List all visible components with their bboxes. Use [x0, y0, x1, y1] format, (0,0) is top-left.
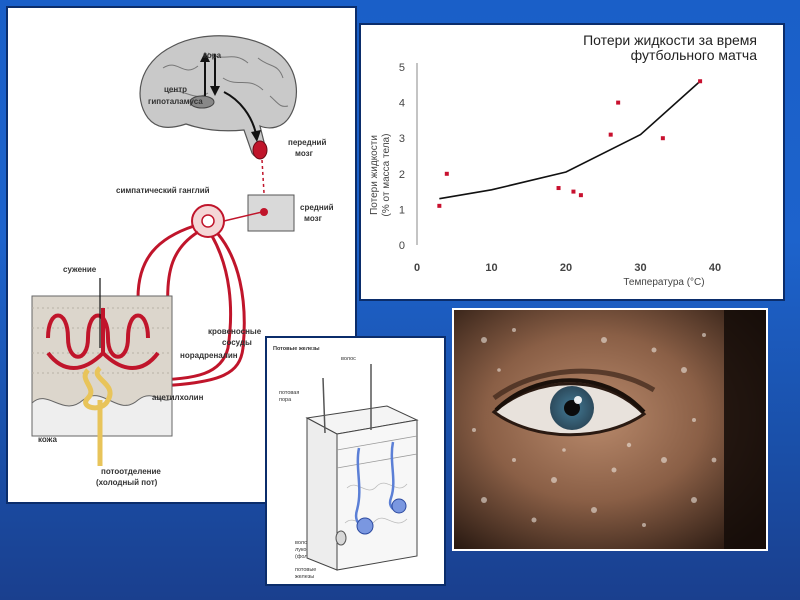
chart-ytick: 3	[399, 133, 405, 145]
label-acetylcholine: ацетилхолин	[152, 393, 204, 402]
label-cortex: кора	[203, 51, 222, 60]
label-constriction: сужение	[63, 265, 97, 274]
svg-text:(холодный пот): (холодный пот)	[96, 478, 158, 487]
gland-coils	[356, 498, 407, 535]
brain	[139, 35, 297, 160]
chart-ylabel-line2: (% от масса тела)	[381, 134, 392, 217]
chart-point	[571, 189, 576, 194]
chart-title: Потери жидкости за время	[583, 32, 757, 48]
chart-xtick: 20	[560, 262, 572, 274]
chart-ytick: 5	[399, 62, 405, 74]
brain-arrows	[200, 52, 265, 194]
chart-ytick: 4	[399, 98, 405, 110]
label-noradrenaline: норадреналин	[180, 351, 238, 360]
svg-text:гипоталамуса: гипоталамуса	[148, 97, 203, 106]
chart-point	[437, 203, 442, 208]
label-vessels: кровеносные	[208, 327, 262, 336]
svg-text:сосуды: сосуды	[222, 338, 252, 347]
chart-title-line2: футбольного матча	[631, 47, 758, 63]
skin-cross-section: Потовые железы волос потовая пора волося…	[265, 336, 446, 586]
label-hypothalamus: центр	[164, 85, 187, 94]
label-hair: волос	[341, 356, 356, 362]
chart-point	[660, 136, 665, 141]
label-glands: потовые	[295, 567, 316, 573]
skin-block-3d	[305, 405, 419, 571]
chart-point	[578, 193, 583, 198]
chart-xtick: 30	[634, 262, 646, 274]
chart-xtick: 40	[709, 262, 721, 274]
chart-xtick: 0	[414, 262, 420, 274]
skin-svg: Потовые железы волос потовая пора волося…	[273, 346, 419, 580]
svg-text:пора: пора	[279, 397, 292, 403]
chart-svg: Потери жидкости за время футбольного мат…	[369, 32, 758, 288]
label-sweating: потоотделение	[101, 467, 161, 476]
thermoregulation-svg: кора центр гипоталамуса передний мозг си…	[31, 35, 334, 487]
svg-text:мозг: мозг	[304, 214, 323, 223]
label-pore: потовая	[279, 390, 299, 396]
eye	[491, 378, 647, 437]
chart-trend-line	[439, 80, 701, 200]
chart-ytick: 2	[399, 169, 405, 181]
svg-text:мозг: мозг	[295, 149, 314, 158]
chart-point	[698, 79, 703, 84]
sweating-face-photo	[452, 308, 768, 551]
chart-point	[608, 132, 613, 137]
chart-xlabel: Температура (°С)	[623, 277, 704, 288]
chart-xtick: 10	[485, 262, 497, 274]
thermoregulation-diagram: кора центр гипоталамуса передний мозг си…	[6, 6, 357, 504]
chart-point	[556, 186, 561, 191]
chart-point	[616, 100, 621, 105]
chart-ylabel: Потери жидкости	[369, 135, 380, 215]
photo-svg	[454, 310, 766, 549]
label-ganglion: симпатический ганглий	[116, 186, 210, 195]
label-midbrain: средний	[300, 203, 334, 212]
chart-point	[444, 171, 449, 176]
chart-ytick: 1	[399, 204, 405, 216]
svg-text:железы: железы	[295, 574, 314, 580]
sweat-droplets	[472, 328, 717, 527]
fluid-loss-chart: Потери жидкости за время футбольного мат…	[359, 23, 785, 301]
chart-ytick: 0	[399, 240, 405, 252]
skin-title: Потовые железы	[273, 346, 320, 352]
sweat-duct	[82, 366, 113, 466]
label-forebrain: передний	[288, 138, 326, 147]
label-skin: кожа	[38, 435, 57, 444]
blood-vessels	[46, 308, 160, 370]
